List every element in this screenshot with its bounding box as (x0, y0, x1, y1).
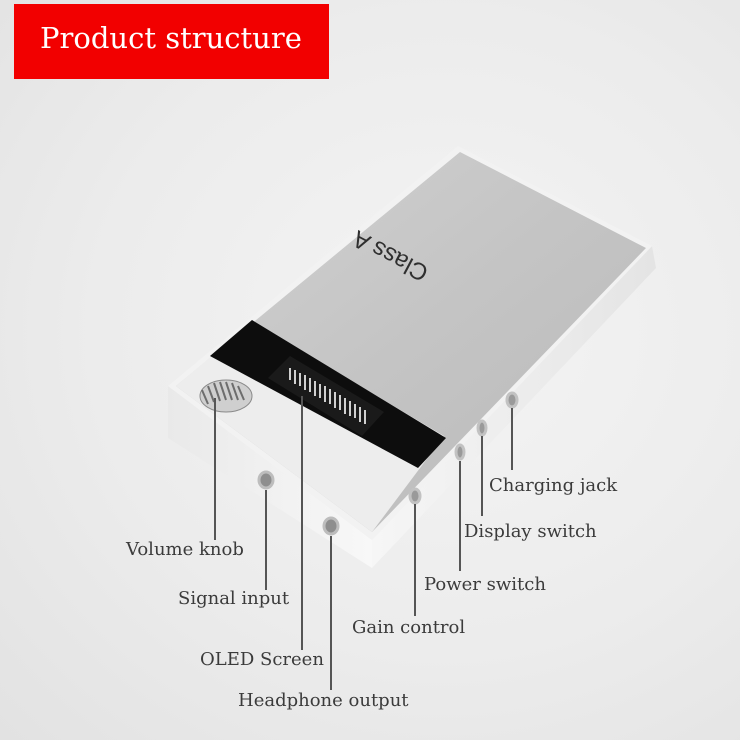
control-strip (176, 322, 444, 532)
charging-jack-line (511, 408, 513, 470)
oled-bars (289, 368, 366, 424)
gain-control-icon[interactable] (408, 487, 422, 505)
power-switch-label: Power switch (424, 574, 546, 595)
headphone-output-line (330, 536, 332, 690)
power-switch-line (459, 461, 461, 571)
gain-control-line (414, 504, 416, 616)
headphone-output-label: Headphone output (238, 690, 409, 711)
power-switch-icon[interactable] (454, 443, 466, 461)
signal-input-line (265, 490, 267, 590)
volume-knob-icon[interactable] (199, 379, 253, 413)
volume-knob-line (214, 398, 216, 540)
oled-screen-line (301, 396, 303, 650)
signal-input-label: Signal input (178, 588, 290, 609)
oled-screen-label: OLED Screen (200, 649, 324, 670)
title-banner: Product structure (14, 4, 329, 79)
charging-jack-icon[interactable] (505, 391, 519, 409)
page-title: Product structure (40, 21, 302, 55)
signal-input-jack-icon[interactable] (257, 470, 275, 490)
volume-knob-label: Volume knob (126, 539, 244, 560)
display-switch-label: Display switch (464, 521, 597, 542)
gain-control-label: Gain control (352, 617, 466, 638)
display-switch-icon[interactable] (476, 419, 488, 437)
display-switch-line (481, 436, 483, 516)
headphone-output-jack-icon[interactable] (322, 516, 340, 536)
charging-jack-label: Charging jack (489, 475, 618, 496)
